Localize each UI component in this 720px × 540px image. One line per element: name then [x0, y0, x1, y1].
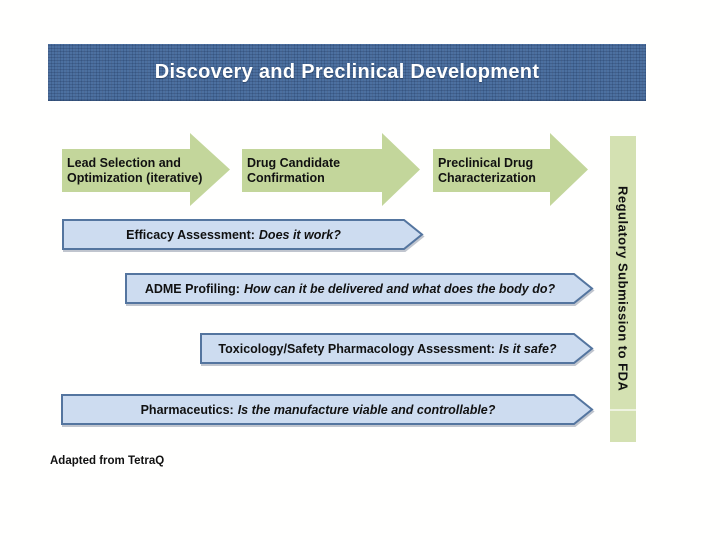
- assessment-arrow-label: Toxicology/Safety Pharmacology Assessmen…: [200, 333, 575, 364]
- regulatory-submission-label: Regulatory Submission to FDA: [615, 186, 631, 392]
- page-title: Discovery and Preclinical Development: [154, 60, 540, 83]
- assessment-arrow-efficacy: Efficacy Assessment: Does it work?: [62, 219, 424, 250]
- label-line-2: Characterization: [438, 170, 536, 185]
- assessment-question: Is the manufacture viable and controllab…: [237, 402, 496, 417]
- right-pentagon-arrow-shape: [200, 333, 594, 364]
- assessment-arrow-pharmaceutics: Pharmaceutics: Is the manufacture viable…: [61, 394, 594, 425]
- label-line-2: Optimization (iterative): [67, 170, 203, 185]
- right-pentagon-arrow-shape: [61, 394, 594, 425]
- footnote: Adapted from TetraQ: [50, 455, 165, 467]
- assessment-prefix: Efficacy Assessment:: [126, 227, 255, 242]
- process-arrow-label: Preclinical Drug Characterization: [438, 149, 588, 192]
- assessment-prefix: Pharmaceutics:: [140, 402, 234, 417]
- assessment-prefix: ADME Profiling:: [144, 281, 240, 296]
- right-pentagon-arrow-shape: [125, 273, 594, 304]
- label-line-2: Confirmation: [247, 170, 325, 185]
- assessment-question: Is it safe?: [498, 341, 557, 356]
- right-pentagon-arrow-shape: [62, 219, 424, 250]
- label-line-1: Lead Selection and: [67, 155, 181, 170]
- header-bar: Discovery and Preclinical Development: [48, 44, 646, 101]
- label-line-1: Preclinical Drug: [438, 155, 534, 170]
- assessment-arrow-label: ADME Profiling: How can it be delivered …: [125, 273, 575, 304]
- process-arrow-preclinical-characterization: Preclinical Drug Characterization: [433, 133, 588, 206]
- regulatory-submission-bar: Regulatory Submission to FDA: [610, 136, 636, 442]
- process-arrow-drug-candidate: Drug Candidate Confirmation: [242, 133, 420, 206]
- process-arrow-label: Lead Selection and Optimization (iterati…: [67, 149, 230, 192]
- assessment-arrow-toxicology: Toxicology/Safety Pharmacology Assessmen…: [200, 333, 594, 364]
- assessment-arrow-adme: ADME Profiling: How can it be delivered …: [125, 273, 594, 304]
- process-arrow-label: Drug Candidate Confirmation: [247, 149, 420, 192]
- process-arrow-lead-selection: Lead Selection and Optimization (iterati…: [62, 133, 230, 206]
- label-line-1: Drug Candidate: [247, 155, 341, 170]
- assessment-arrow-label: Efficacy Assessment: Does it work?: [62, 219, 405, 250]
- assessment-question: How can it be delivered and what does th…: [243, 281, 556, 296]
- assessment-prefix: Toxicology/Safety Pharmacology Assessmen…: [218, 341, 495, 356]
- assessment-question: Does it work?: [258, 227, 341, 242]
- assessment-arrow-label: Pharmaceutics: Is the manufacture viable…: [61, 394, 575, 425]
